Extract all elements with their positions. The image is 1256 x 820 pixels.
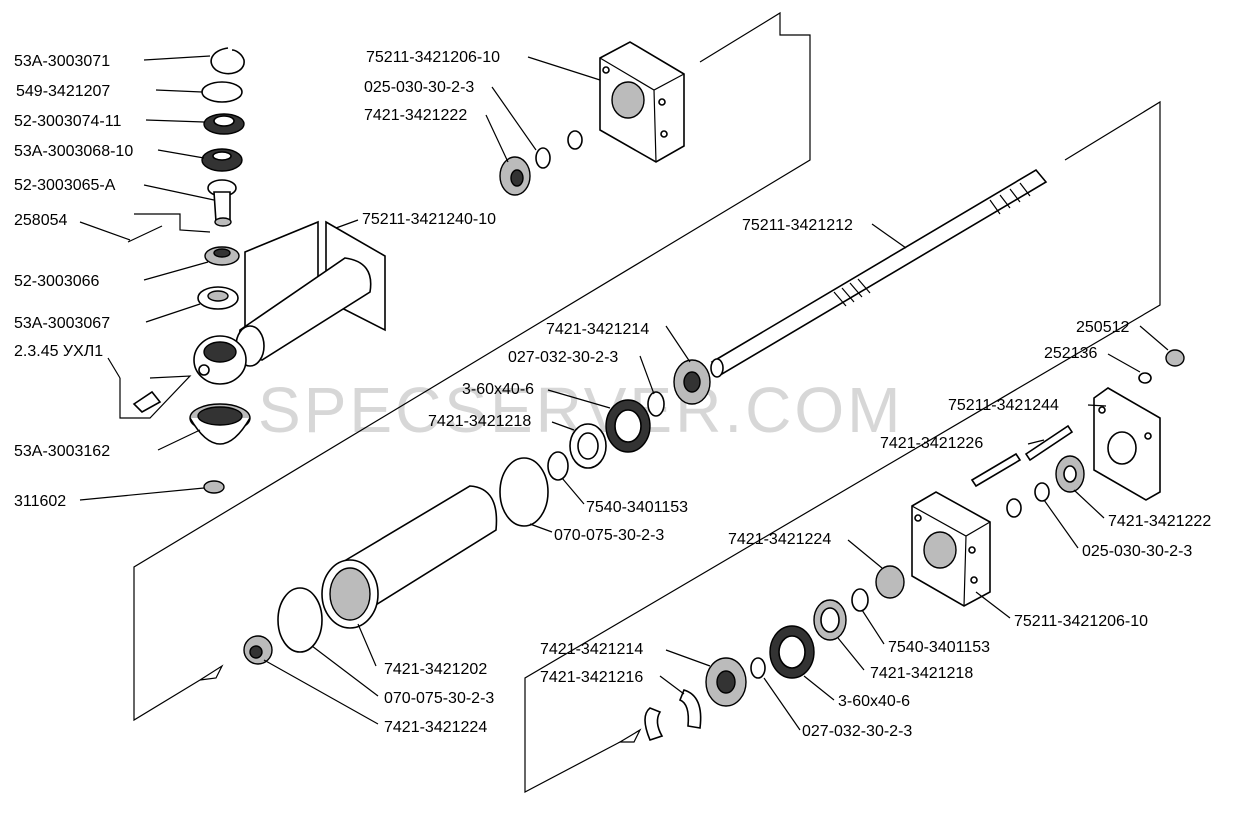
label-53a-3003071: 53А-3003071 <box>14 53 110 70</box>
label-53a-3003162: 53А-3003162 <box>14 443 110 460</box>
label-75211-3421240-10: 75211-3421240-10 <box>362 211 496 228</box>
cylinder-bracket-part <box>193 220 386 385</box>
leader-lines <box>79 55 1169 731</box>
piston-rod-parts <box>499 359 711 527</box>
label-027-032-30-2-3-mid: 027-032-30-2-3 <box>508 349 618 366</box>
label-7421-3421222-right: 7421-3421222 <box>1108 513 1211 530</box>
label-7421-3421224-low: 7421-3421224 <box>384 719 487 736</box>
end-plate-right-part <box>1093 387 1161 501</box>
label-52-3003066: 52-3003066 <box>14 273 100 290</box>
label-7421-3421218-mid: 7421-3421218 <box>428 413 531 430</box>
label-027-032-30-2-3-right: 027-032-30-2-3 <box>802 723 912 740</box>
label-7421-3421222-top: 7421-3421222 <box>364 107 467 124</box>
label-250512: 250512 <box>1076 319 1129 336</box>
disc-part <box>201 81 243 103</box>
studs-right-part <box>970 424 1074 488</box>
piston-rod-part <box>710 168 1048 378</box>
retaining-ring-part <box>210 47 245 75</box>
label-52-3003074-11: 52-3003074-11 <box>14 113 121 130</box>
cotter-pin-part <box>127 213 211 243</box>
washers-right-part <box>1006 455 1085 518</box>
label-52-3003065-a: 52-3003065-А <box>14 177 116 194</box>
o-ring-small-top-part <box>535 130 583 169</box>
end-cap-block-top-part <box>599 41 685 163</box>
ring-nut-part <box>197 286 239 310</box>
label-7421-3421226: 7421-3421226 <box>880 435 983 452</box>
label-070-075-30-2-3-low: 070-075-30-2-3 <box>384 690 494 707</box>
label-53a-3003067: 53А-3003067 <box>14 315 110 332</box>
label-53a-3003068-10: 53А-3003068-10 <box>14 143 133 160</box>
nut-and-washer-right-part <box>1138 349 1185 384</box>
label-025-030-30-2-3-right: 025-030-30-2-3 <box>1082 543 1192 560</box>
assembly-frame-lines <box>133 11 1161 793</box>
label-7421-3421218-right: 7421-3421218 <box>870 665 973 682</box>
label-7421-3421224-right: 7421-3421224 <box>728 531 831 548</box>
label-75211-3421244: 75211-3421244 <box>948 397 1059 414</box>
part-labels: 53А-3003071 549-3421207 52-3003074-11 53… <box>14 49 1211 740</box>
end-cap-block-right-part <box>911 491 991 607</box>
label-3-60x40-6-right: 3-60х40-6 <box>838 693 910 710</box>
label-252136: 252136 <box>1044 345 1097 362</box>
label-7540-3401153-right: 7540-3401153 <box>888 639 990 656</box>
label-070-075-30-2-3-mid: 070-075-30-2-3 <box>554 527 664 544</box>
label-311602: 311602 <box>14 493 66 510</box>
label-75211-3421212: 75211-3421212 <box>742 217 853 234</box>
label-258054: 258054 <box>14 212 67 229</box>
dust-boot-part <box>189 403 251 445</box>
label-025-030-30-2-3-top: 025-030-30-2-3 <box>364 79 474 96</box>
label-2-3-45-uhl1: 2.3.45 УХЛ1 <box>14 343 103 360</box>
label-7421-3421214-mid: 7421-3421214 <box>546 321 649 338</box>
bearing-part <box>203 113 245 135</box>
lower-seal-stack-part <box>644 565 905 741</box>
label-75211-3421206-10-top: 75211-3421206-10 <box>366 49 500 66</box>
washer-top-part <box>499 156 531 196</box>
castle-nut-part <box>204 246 240 266</box>
label-7540-3401153-mid: 7540-3401153 <box>586 499 688 516</box>
label-7421-3421216: 7421-3421216 <box>540 669 643 686</box>
grease-fitting-part <box>119 375 192 419</box>
seat-cup-part <box>201 148 243 172</box>
nut-part <box>203 480 225 494</box>
label-549-3421207: 549-3421207 <box>16 83 110 100</box>
ball-pin-part <box>207 179 237 227</box>
cylinder-tube-part <box>243 485 498 665</box>
label-7421-3421202: 7421-3421202 <box>384 661 487 678</box>
label-75211-3421206-10-right: 75211-3421206-10 <box>1014 613 1148 630</box>
label-7421-3421214-right: 7421-3421214 <box>540 641 643 658</box>
label-3-60x40-6-mid: 3-60х40-6 <box>462 381 534 398</box>
